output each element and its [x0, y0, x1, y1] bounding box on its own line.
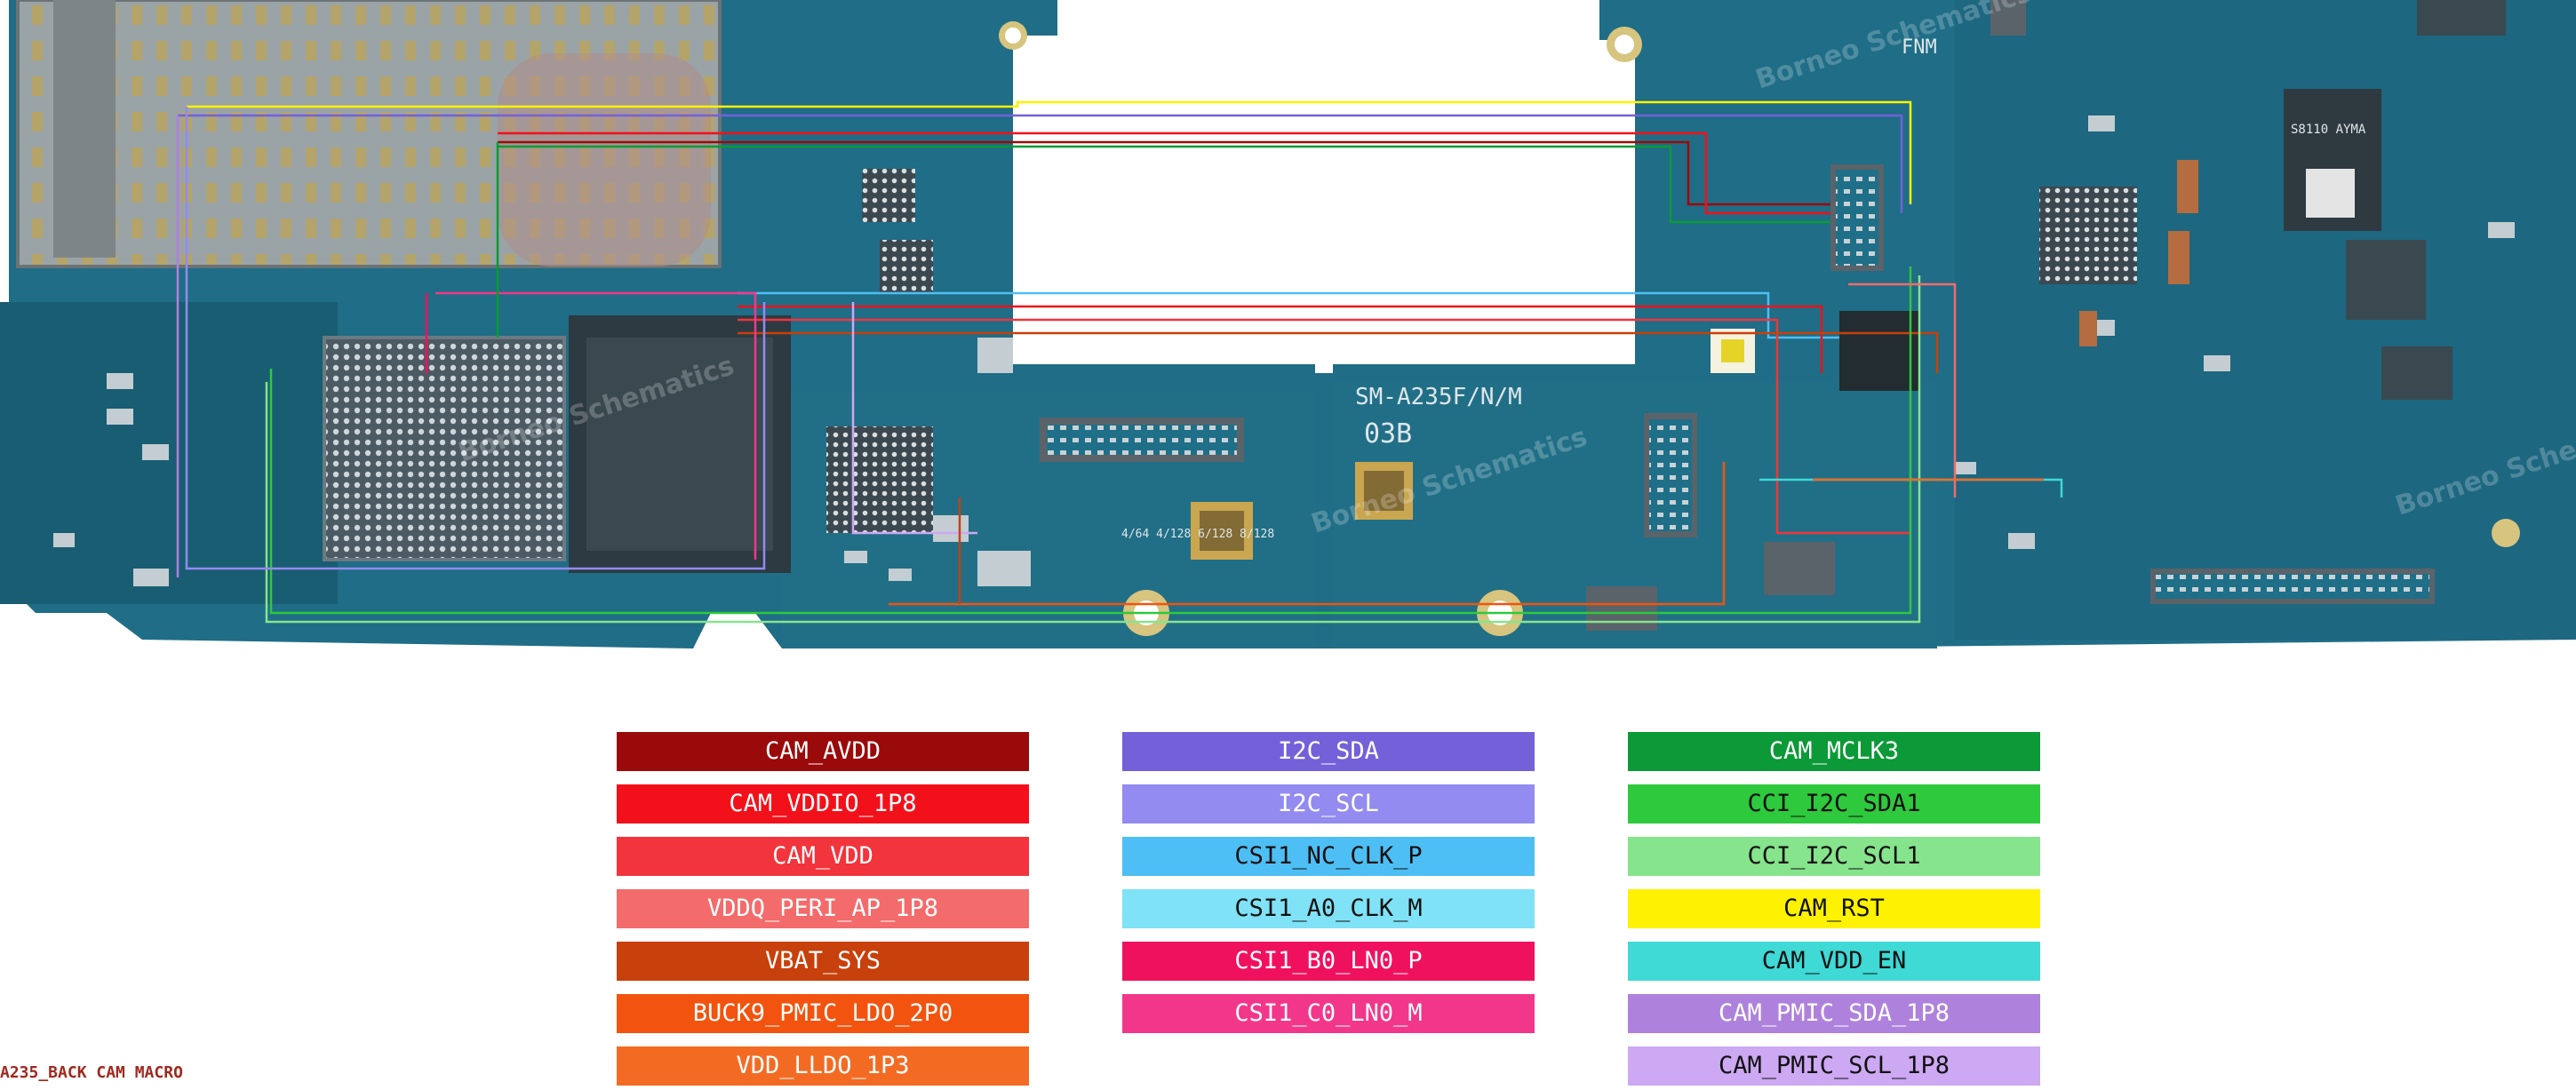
legend-item-cam-avdd: CAM_AVDD — [617, 732, 1029, 771]
legend-item-cci-i2c-scl1: CCI_I2C_SCL1 — [1628, 837, 2040, 876]
legend-item-cam-mclk3: CAM_MCLK3 — [1628, 732, 2040, 771]
legend-item-cam-vddio-1p8: CAM_VDDIO_1P8 — [617, 784, 1029, 823]
legend-item-cam-pmic-sda-1p8: CAM_PMIC_SDA_1P8 — [1628, 994, 2040, 1033]
legend-item-csi1-a0-clk-m: CSI1_A0_CLK_M — [1122, 889, 1535, 928]
fnm-silkscreen: FNM — [1902, 36, 1937, 59]
legend-item-cam-vdd-en: CAM_VDD_EN — [1628, 942, 2040, 981]
legend-item-cam-pmic-scl-1p8: CAM_PMIC_SCL_1P8 — [1628, 1046, 2040, 1086]
pcb-board-image: SM-A235F/N/M 03B 4/64 4/128 6/128 8/128 … — [0, 0, 2576, 648]
board-model-silkscreen: SM-A235F/N/M — [1355, 384, 1522, 410]
legend-item-cci-i2c-sda1: CCI_I2C_SDA1 — [1628, 784, 2040, 823]
legend-item-buck9-pmic-ldo-2p0: BUCK9_PMIC_LDO_2P0 — [617, 994, 1029, 1033]
chip-marking-text: S8110 AYMA — [2291, 123, 2366, 137]
diagram-caption: A235_BACK CAM MACRO — [0, 1063, 183, 1082]
legend-item-vddq-peri-ap-1p8: VDDQ_PERI_AP_1P8 — [617, 889, 1029, 928]
board-rom-silkscreen: 4/64 4/128 6/128 8/128 — [1121, 528, 1274, 541]
legend-item-vbat-sys: VBAT_SYS — [617, 942, 1029, 981]
legend-item-cam-vdd: CAM_VDD — [617, 837, 1029, 876]
board-revision-silkscreen: 03B — [1364, 418, 1412, 450]
legend-item-i2c-sda: I2C_SDA — [1122, 732, 1535, 771]
legend-item-i2c-scl: I2C_SCL — [1122, 784, 1535, 823]
legend-item-csi1-b0-ln0-p: CSI1_B0_LN0_P — [1122, 942, 1535, 981]
legend-item-cam-rst: CAM_RST — [1628, 889, 2040, 928]
legend-item-csi1-nc-clk-p: CSI1_NC_CLK_P — [1122, 837, 1535, 876]
legend-item-csi1-c0-ln0-m: CSI1_C0_LN0_M — [1122, 994, 1535, 1033]
legend-item-vdd-lldo-1p3: VDD_LLDO_1P3 — [617, 1046, 1029, 1086]
